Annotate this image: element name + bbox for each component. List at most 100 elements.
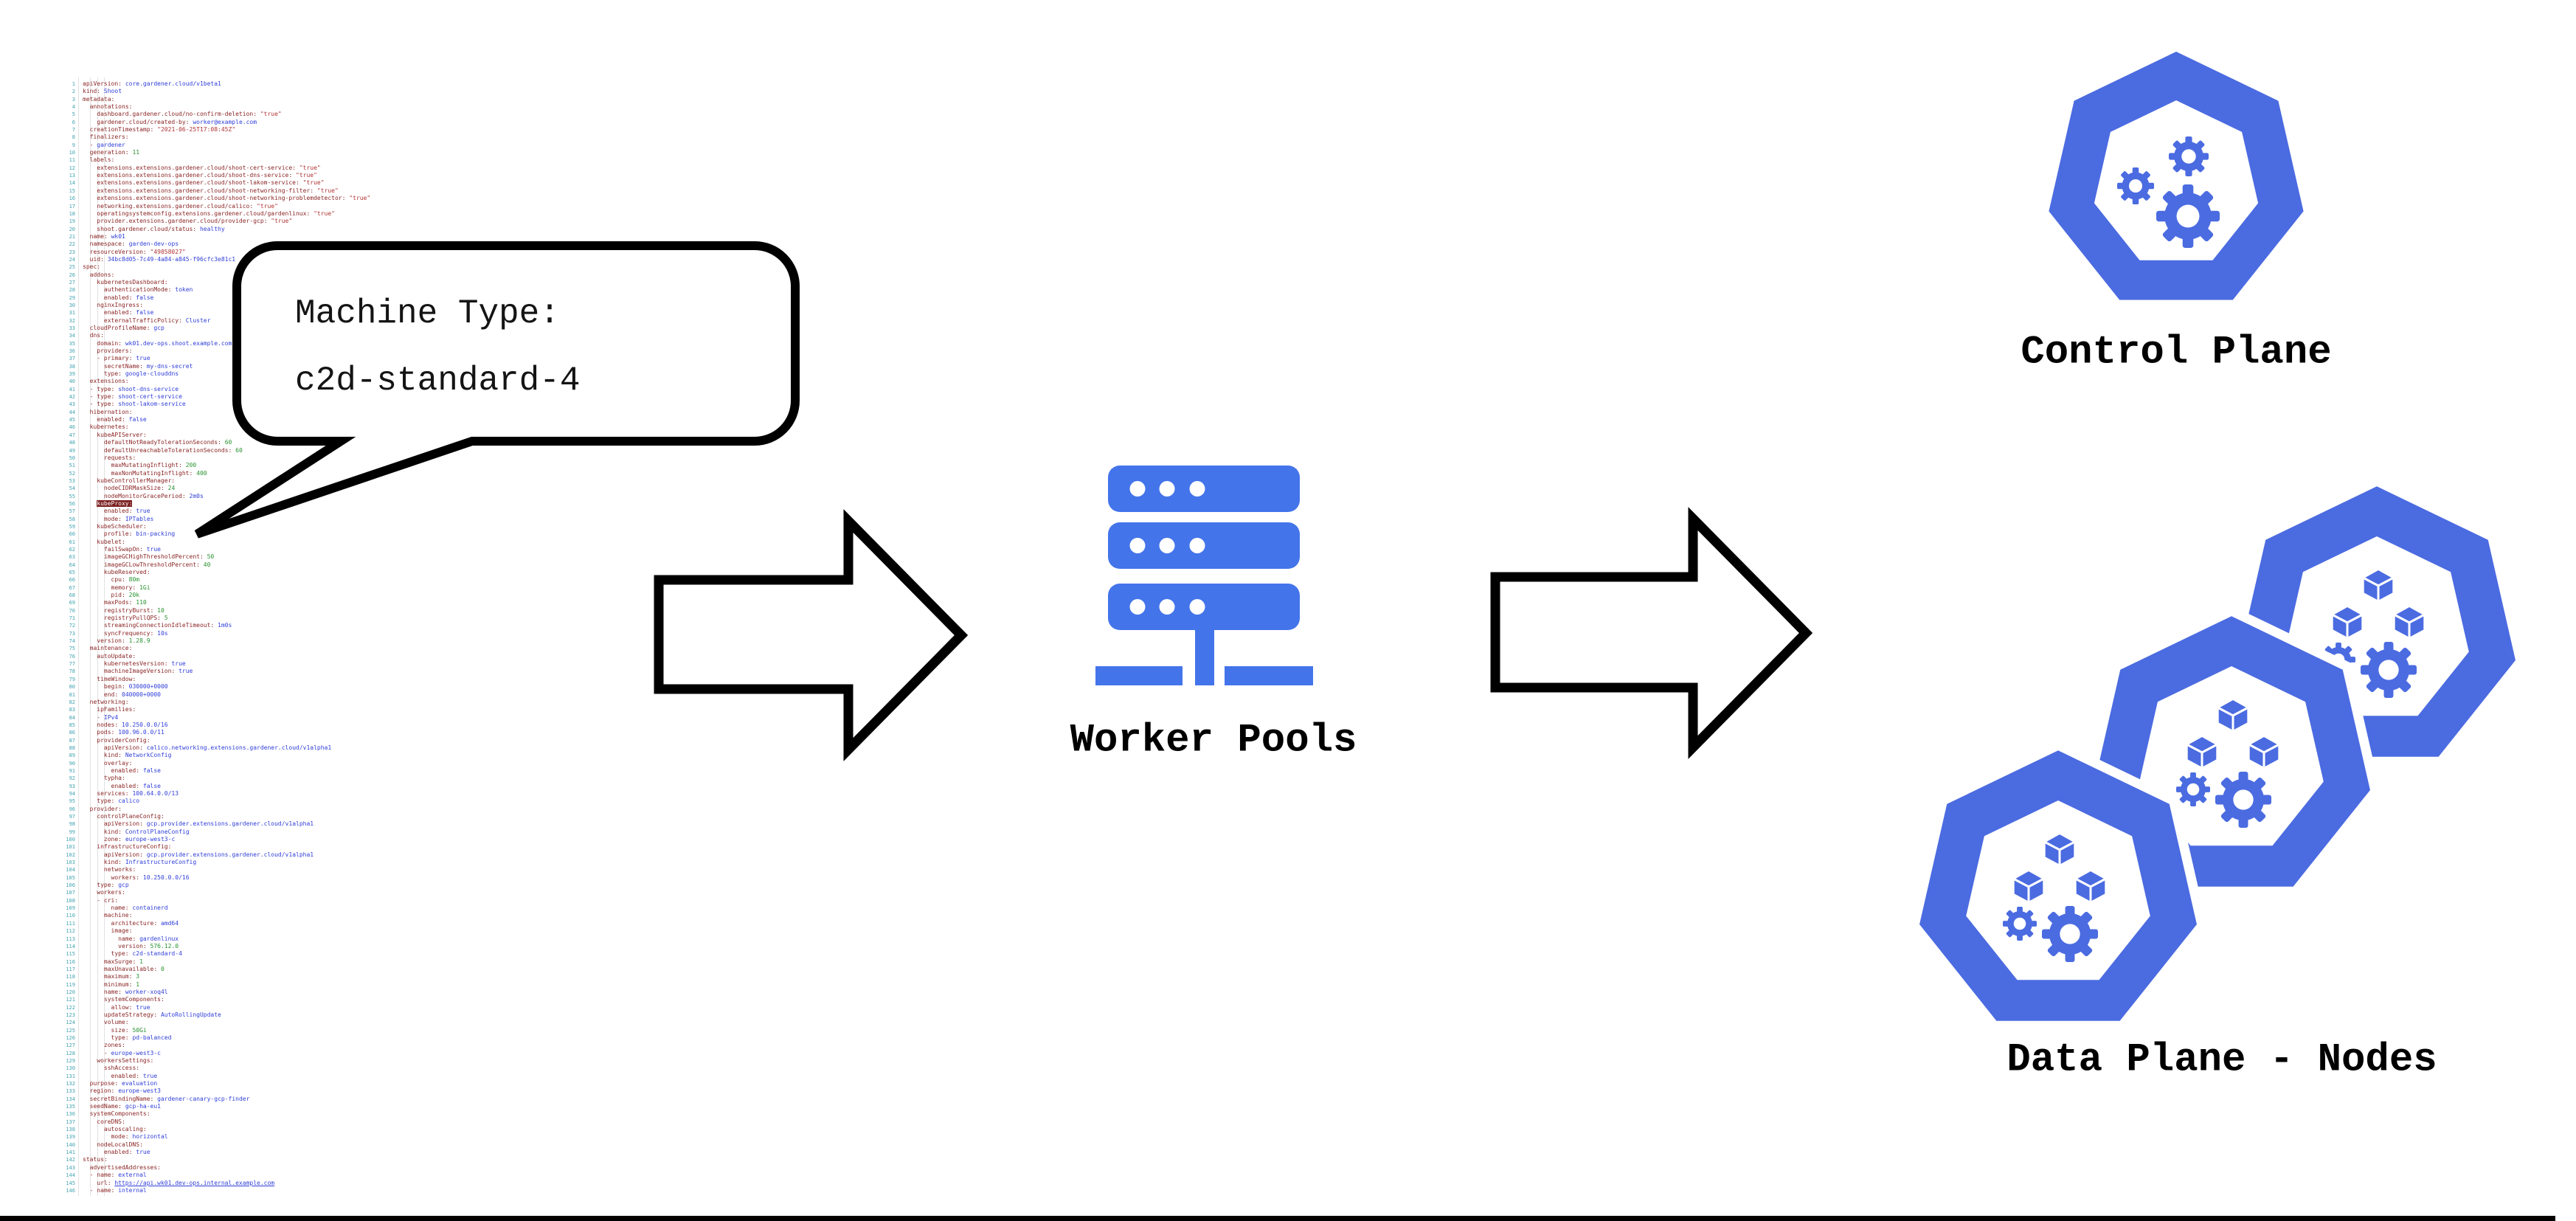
code-line: 66 cpu: 80m xyxy=(69,576,140,584)
code-line: 124 volume: xyxy=(66,1019,129,1026)
code-line: 82 networking: xyxy=(69,698,129,705)
code-line: 10 generation: 11 xyxy=(69,149,140,156)
code-line: 29 enabled: false xyxy=(69,294,154,301)
indent-guide xyxy=(104,77,105,1196)
code-line: 81 end: 040000+0000 xyxy=(69,691,161,698)
code-line: 36 providers: xyxy=(69,347,133,355)
code-line: 100 zone: europe-west3-c xyxy=(66,836,176,843)
code-link[interactable]: https://api.wk01.dev-ops.internal.exampl… xyxy=(114,1179,275,1186)
code-line: 37 - primary: true xyxy=(69,355,150,362)
code-line: 126 type: pd-balanced xyxy=(66,1034,172,1041)
code-line: 33 cloudProfileName: gcp xyxy=(69,325,165,331)
code-line: 127 zones: xyxy=(66,1042,125,1049)
code-line: 121 systemComponents: xyxy=(66,996,165,1003)
code-line: 133 region: europe-west3 xyxy=(66,1087,161,1095)
code-line: 122 allow: true xyxy=(66,1003,150,1011)
code-line: 41 - type: shoot-dns-service xyxy=(69,385,179,392)
editor-gutter-divider xyxy=(78,77,79,1196)
flow-arrows xyxy=(654,507,1813,761)
code-line: 125 size: 50Gi xyxy=(66,1026,147,1034)
code-line: 95 type: calico xyxy=(69,798,140,805)
code-line: 102 apiVersion: gcp.provider.extensions.… xyxy=(66,851,314,858)
code-line: 35 domain: wk01.dev-ops.shoot.example.co… xyxy=(69,339,232,347)
code-line: 19 provider.extensions.gardener.cloud/pr… xyxy=(69,218,293,225)
code-line: 53 kubeControllerManager: xyxy=(69,477,176,484)
code-line: 123 updateStrategy: AutoRollingUpdate xyxy=(66,1011,221,1018)
code-line: 51 maxMutatingInflight: 200 xyxy=(69,462,197,469)
code-line: 144 - name: external xyxy=(66,1172,147,1179)
code-line: 14 extensions.extensions.gardener.cloud/… xyxy=(69,179,325,187)
code-line: 61 kubelet: xyxy=(69,538,125,545)
code-line: 106 type: gcp xyxy=(66,882,129,889)
code-line: 93 enabled: false xyxy=(69,782,161,789)
code-line: 97 controlPlaneConfig: xyxy=(69,813,165,820)
code-line: 103 kind: InfrastructureConfig xyxy=(66,859,197,866)
code-line: 107 workers: xyxy=(66,889,125,896)
code-line: 63 imageGCHighThresholdPercent: 50 xyxy=(69,553,215,561)
arrow-right-icon xyxy=(1490,507,1813,759)
code-line: 98 apiVersion: gcp.provider.extensions.g… xyxy=(69,820,314,828)
code-line: 79 timeWindow: xyxy=(69,675,136,682)
code-line: 132 purpose: evaluation xyxy=(66,1080,158,1087)
code-line: 90 overlay: xyxy=(69,759,133,767)
code-line: 4 annotations: xyxy=(72,103,133,111)
code-line: 20 shoot.gardener.cloud/status: healthy xyxy=(69,225,225,232)
code-line: 119 minimum: 1 xyxy=(66,980,140,988)
callout-machine-type-label: Machine Type: xyxy=(295,294,560,333)
code-line: 32 externalTrafficPolicy: Cluster xyxy=(69,317,211,324)
code-line: 62 failSwapOn: true xyxy=(69,545,161,553)
code-line: 69 maxPods: 110 xyxy=(69,599,147,606)
code-line: 17 networking.extensions.gardener.cloud/… xyxy=(69,202,278,210)
code-line: 15 extensions.extensions.gardener.cloud/… xyxy=(69,187,339,194)
code-line: 78 machineImageVersion: true xyxy=(69,668,193,675)
code-line: 112 image: xyxy=(66,927,133,935)
code-line: 30 nginxIngress: xyxy=(69,301,143,308)
code-line: 140 nodeLocalDNS: xyxy=(66,1141,143,1148)
code-line: 16 extensions.extensions.gardener.cloud/… xyxy=(69,195,371,202)
code-line: 49 defaultUnreachableTolerationSeconds: … xyxy=(69,446,243,454)
code-line: 104 networks: xyxy=(66,866,136,874)
code-line: 13 extensions.extensions.gardener.cloud/… xyxy=(69,172,317,179)
code-line: 115 type: c2d-standard-4 xyxy=(66,950,182,958)
code-line: 34 dns: xyxy=(69,332,104,339)
kubernetes-nodes-icon xyxy=(1908,475,2527,1031)
code-line: 44 hibernation: xyxy=(69,408,133,415)
code-line: 6 gardener.cloud/created-by: worker@exam… xyxy=(72,118,257,125)
code-line: 143 advertisedAddresses: xyxy=(66,1163,161,1171)
code-line: 118 maximum: 3 xyxy=(66,973,140,980)
kubernetes-control-plane-icon xyxy=(2049,52,2304,300)
code-line: 57 enabled: true xyxy=(69,508,150,515)
code-line: 27 kubernetesDashboard: xyxy=(69,278,168,286)
code-line: 7 creationTimestamp: "2021-06-25T17:08:4… xyxy=(72,126,236,134)
indent-guide xyxy=(90,77,91,1196)
code-line: 48 defaultNotReadyTolerationSeconds: 60 xyxy=(69,439,232,446)
code-line: 73 syncFrequency: 10s xyxy=(69,629,168,637)
code-line: 111 architecture: amd64 xyxy=(66,919,179,927)
callout-machine-type-value: c2d-standard-4 xyxy=(295,362,581,400)
code-line: 24 uid: 34bc8d05-7c49-4a84-a845-f96cfc3e… xyxy=(69,255,236,263)
code-line: 76 autoUpdate: xyxy=(69,652,136,660)
worker-pools-label: Worker Pools xyxy=(1070,718,1357,764)
code-line: 45 enabled: false xyxy=(69,416,147,423)
code-line: 75 maintenance: xyxy=(69,645,133,652)
code-line: 101 infrastructureConfig: xyxy=(66,843,172,851)
code-line: 55 nodeMonitorGracePeriod: 2m0s xyxy=(69,492,204,499)
code-line: 77 kubernetesVersion: true xyxy=(69,660,186,668)
code-line: 60 profile: bin-packing xyxy=(69,530,176,538)
code-line: 105 workers: 10.250.0.0/16 xyxy=(66,874,190,881)
code-line: 23 resourceVersion: "49858027" xyxy=(69,248,186,255)
code-line: 146 - name: internal xyxy=(66,1186,147,1194)
code-line: 108 - cri: xyxy=(66,896,119,904)
code-line: 47 kubeAPIServer: xyxy=(69,431,147,438)
bottom-border-bar xyxy=(0,1216,2555,1221)
code-line: 5 dashboard.gardener.cloud/no-confirm-de… xyxy=(72,111,282,118)
code-line: 138 autoscaling: xyxy=(66,1126,147,1133)
code-line: 120 name: worker-xoq4l xyxy=(66,988,168,995)
code-line: 113 name: gardenlinux xyxy=(66,935,179,942)
code-line: 99 kind: ControlPlaneConfig xyxy=(69,828,190,835)
code-line: 96 provider: xyxy=(69,805,122,812)
